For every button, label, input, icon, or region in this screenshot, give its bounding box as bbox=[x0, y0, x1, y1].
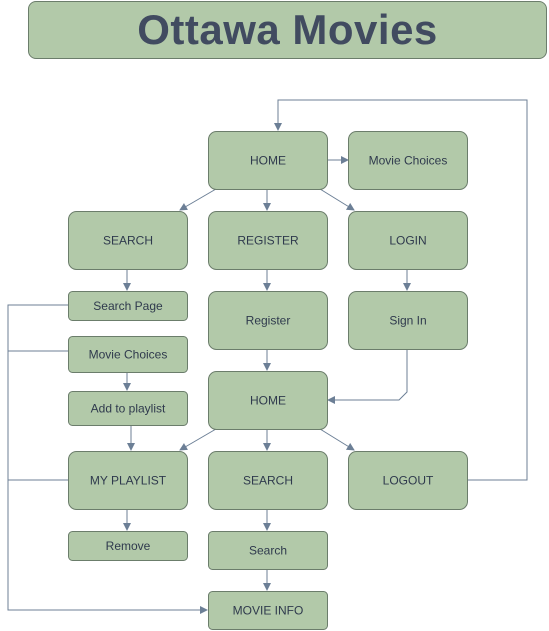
edge-home2-to-logout bbox=[319, 428, 355, 451]
edge-sign-in-to-home2 bbox=[327, 349, 408, 404]
node-box bbox=[208, 451, 328, 510]
node-label: SEARCH bbox=[243, 474, 293, 488]
node-search1: SEARCH bbox=[68, 211, 188, 270]
title-banner: Ottawa Movies bbox=[28, 1, 547, 59]
edge-logout-to-home1 bbox=[274, 99, 528, 481]
node-box bbox=[208, 211, 328, 270]
node-login-btn: LOGIN bbox=[348, 211, 468, 270]
node-label: HOME bbox=[250, 394, 286, 408]
node-label: Movie Choices bbox=[369, 154, 448, 168]
node-home1: HOME bbox=[208, 131, 328, 190]
node-logout: LOGOUT bbox=[348, 451, 468, 510]
node-movie-choices-left: Movie Choices bbox=[68, 336, 188, 373]
node-search-page: Search Page bbox=[68, 291, 188, 321]
node-box bbox=[348, 291, 468, 350]
node-label: Search Page bbox=[93, 299, 163, 313]
node-box bbox=[208, 371, 328, 430]
node-box bbox=[68, 451, 188, 510]
node-label: HOME bbox=[250, 154, 286, 168]
node-movie-info: MOVIE INFO bbox=[208, 591, 328, 630]
node-label: Add to playlist bbox=[91, 402, 166, 416]
node-box bbox=[68, 291, 188, 321]
node-home2: HOME bbox=[208, 371, 328, 430]
node-box bbox=[348, 211, 468, 270]
node-box bbox=[208, 131, 328, 190]
edge-search-page-to-movie-info bbox=[7, 304, 208, 614]
edges bbox=[7, 99, 528, 614]
edge-home1-to-search1 bbox=[179, 188, 217, 211]
node-box bbox=[348, 451, 468, 510]
node-label: Register bbox=[246, 314, 291, 328]
page-title: Ottawa Movies bbox=[137, 6, 438, 53]
node-label: SEARCH bbox=[103, 234, 153, 248]
node-label: Search bbox=[249, 544, 287, 558]
node-label: MOVIE INFO bbox=[233, 604, 304, 618]
node-label: Remove bbox=[106, 539, 151, 553]
node-box bbox=[68, 391, 188, 426]
node-remove: Remove bbox=[68, 531, 188, 561]
node-box bbox=[208, 591, 328, 630]
node-box bbox=[68, 531, 188, 561]
node-label: Sign In bbox=[389, 314, 426, 328]
node-add-to-playlist: Add to playlist bbox=[68, 391, 188, 426]
node-label: MY PLAYLIST bbox=[90, 474, 167, 488]
node-box bbox=[68, 336, 188, 373]
node-box bbox=[348, 131, 468, 190]
node-label: LOGOUT bbox=[383, 474, 434, 488]
node-box bbox=[208, 291, 328, 350]
node-register-btn: REGISTER bbox=[208, 211, 328, 270]
node-sign-in: Sign In bbox=[348, 291, 468, 350]
node-movie-choices-top: Movie Choices bbox=[348, 131, 468, 190]
node-label: Movie Choices bbox=[89, 348, 168, 362]
edge-home1-to-login-btn bbox=[319, 188, 355, 211]
edge-home2-to-my-playlist bbox=[179, 428, 217, 451]
node-my-playlist: MY PLAYLIST bbox=[68, 451, 188, 510]
node-label: LOGIN bbox=[389, 234, 426, 248]
node-search-box: Search bbox=[208, 531, 328, 570]
node-register-page: Register bbox=[208, 291, 328, 350]
node-search2: SEARCH bbox=[208, 451, 328, 510]
node-box bbox=[68, 211, 188, 270]
node-label: REGISTER bbox=[237, 234, 299, 248]
node-box bbox=[208, 531, 328, 570]
